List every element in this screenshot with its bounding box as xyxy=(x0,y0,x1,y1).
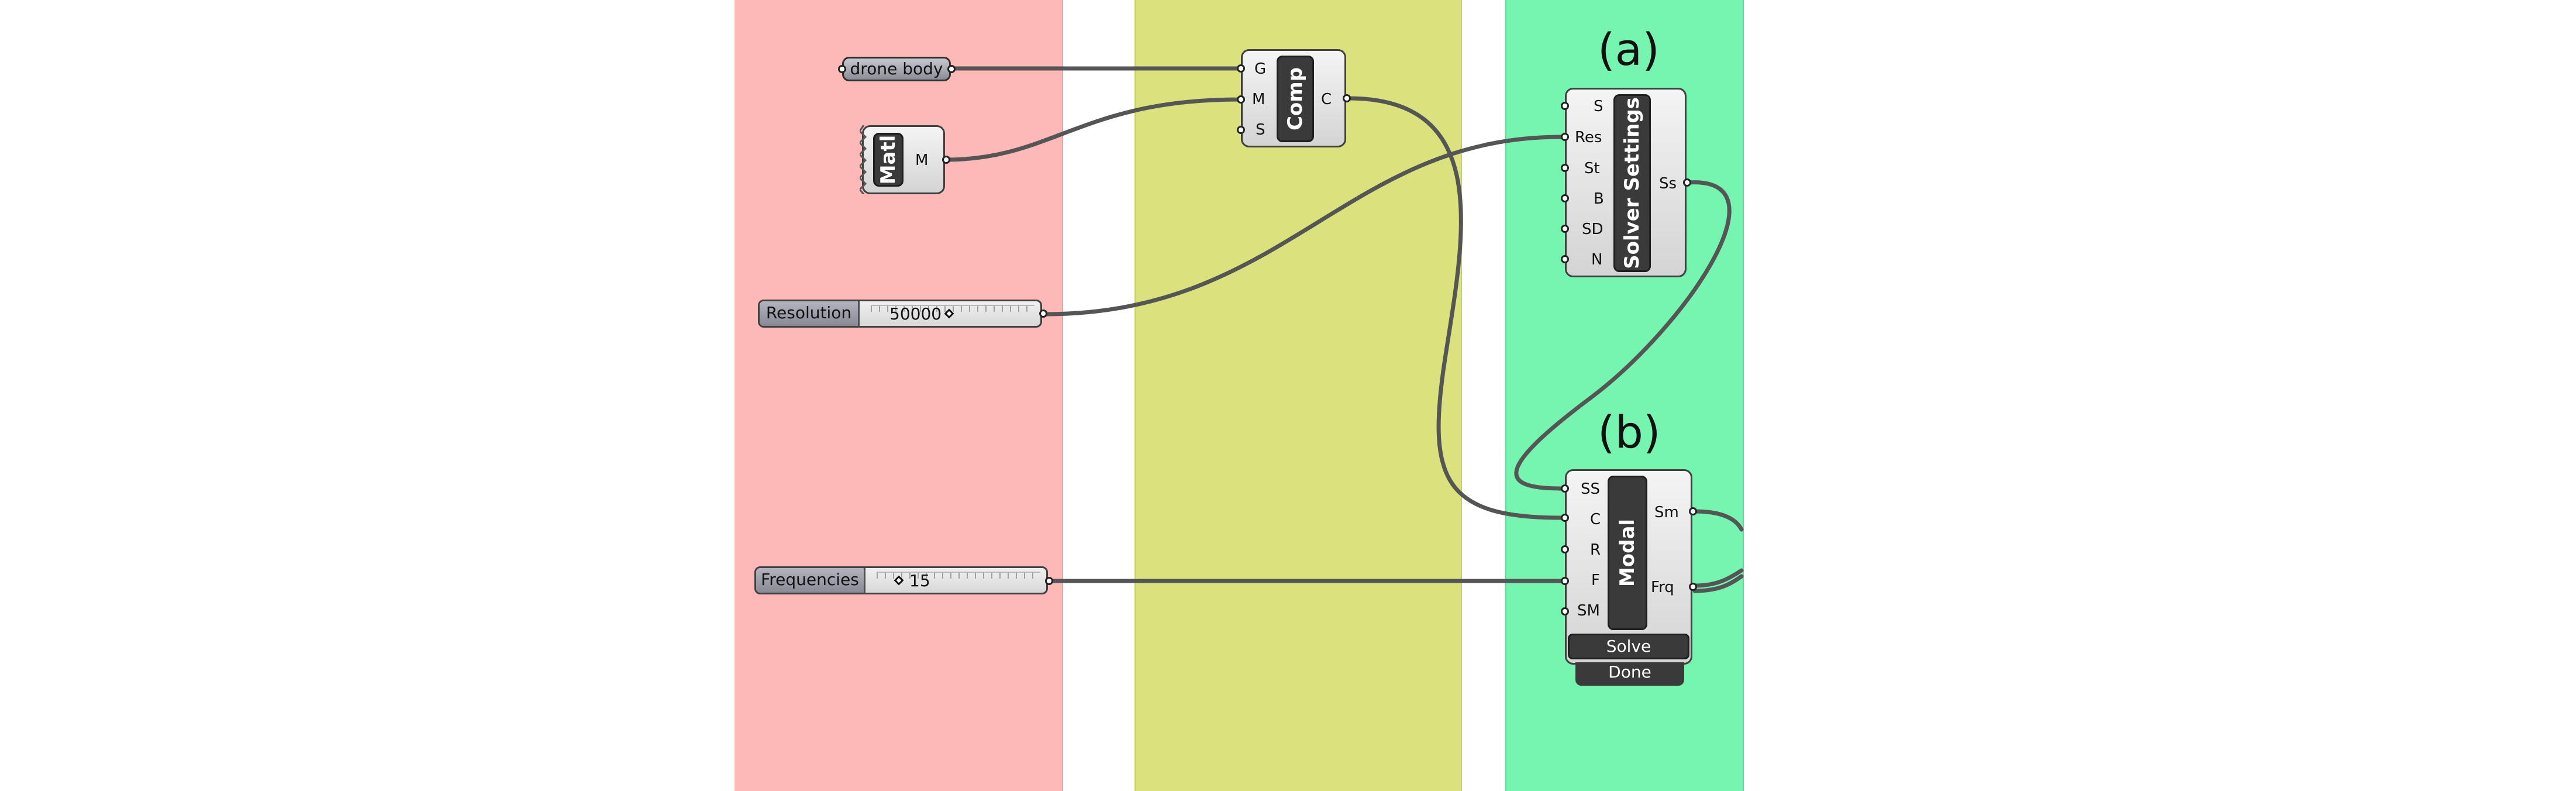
solver-input-sd: SD xyxy=(1582,221,1603,238)
modal-input-sm-grip[interactable] xyxy=(1561,607,1569,615)
modal-input-ss-grip[interactable] xyxy=(1561,484,1569,493)
drone-body-output-grip[interactable] xyxy=(947,65,956,73)
frequencies-slider-label: Frequencies xyxy=(756,568,865,593)
modal-output-frq: Frq xyxy=(1651,579,1674,596)
comp-input-g: G xyxy=(1254,60,1267,78)
comp-input-m: M xyxy=(1252,91,1265,108)
drone-body-input-grip[interactable] xyxy=(838,65,846,73)
modal-output-sm-grip[interactable] xyxy=(1689,507,1697,515)
solver-input-st-grip[interactable] xyxy=(1561,164,1569,172)
modal-component[interactable]: SS C R F SM Modal Sm Frq Solve xyxy=(1565,469,1692,665)
wire-resolution-to-solver-res xyxy=(1042,135,1564,317)
comp-component[interactable]: G M S Comp C xyxy=(1241,49,1346,147)
solver-output-ss-grip[interactable] xyxy=(1683,178,1691,187)
solver-input-st: St xyxy=(1584,160,1600,177)
matl-output-grip[interactable] xyxy=(942,156,950,164)
matl-output-m: M xyxy=(915,152,929,169)
comp-nickname: Comp xyxy=(1277,56,1314,142)
modal-input-f: F xyxy=(1591,572,1600,589)
modal-input-f-grip[interactable] xyxy=(1561,577,1569,585)
zone-label-a: (a) xyxy=(1598,23,1660,75)
wire-modal-frq-out-b xyxy=(1692,574,1744,593)
modal-status-label: Done xyxy=(1575,662,1684,686)
wire-modal-sm-out xyxy=(1692,509,1744,532)
matl-nickname: Matl xyxy=(873,133,904,187)
modal-nickname: Modal xyxy=(1608,476,1647,630)
wire-modal-frq-out-a xyxy=(1692,568,1744,588)
drone-body-param[interactable]: drone body xyxy=(842,57,951,81)
solver-settings-nickname: Solver Settings xyxy=(1613,94,1651,272)
solver-input-b-grip[interactable] xyxy=(1561,194,1569,202)
wire-solver-ss-to-modal-ss xyxy=(1514,180,1732,491)
modal-input-ss: SS xyxy=(1581,480,1601,498)
modal-solve-button[interactable]: Solve xyxy=(1568,634,1689,659)
solver-input-b: B xyxy=(1594,190,1604,208)
comp-input-g-grip[interactable] xyxy=(1237,64,1245,73)
comp-input-m-grip[interactable] xyxy=(1237,95,1245,104)
drone-body-label: drone body xyxy=(850,59,943,78)
comp-input-s-grip[interactable] xyxy=(1237,126,1245,134)
solver-input-res-grip[interactable] xyxy=(1561,133,1569,141)
solver-input-sd-grip[interactable] xyxy=(1561,225,1569,233)
comp-output-c-grip[interactable] xyxy=(1343,94,1351,102)
modal-output-sm: Sm xyxy=(1654,504,1679,521)
modal-output-frq-grip[interactable] xyxy=(1689,583,1697,591)
resolution-slider[interactable]: Resolution 50000 xyxy=(758,300,1042,328)
frequencies-slider-track xyxy=(877,572,1040,579)
solver-input-s-grip[interactable] xyxy=(1561,102,1569,110)
zone-label-b: (b) xyxy=(1598,406,1661,458)
modal-input-r-grip[interactable] xyxy=(1561,545,1569,553)
resolution-slider-value: 50000 xyxy=(889,304,942,324)
solver-input-n: N xyxy=(1591,251,1603,269)
frequencies-slider-value: 15 xyxy=(909,571,930,590)
solver-settings-component[interactable]: S Res St B SD N Solver Settings Ss xyxy=(1565,88,1687,277)
matl-zigzag-icon xyxy=(860,125,867,194)
modal-input-sm: SM xyxy=(1577,602,1600,620)
comp-output-c: C xyxy=(1321,91,1332,108)
resolution-slider-label: Resolution xyxy=(760,301,860,326)
frequencies-output-grip[interactable] xyxy=(1045,577,1053,585)
resolution-slider-track xyxy=(871,305,1034,312)
modal-input-c-grip[interactable] xyxy=(1561,514,1569,522)
modal-input-c: C xyxy=(1590,511,1601,528)
solver-input-n-grip[interactable] xyxy=(1561,255,1569,263)
resolution-output-grip[interactable] xyxy=(1039,309,1047,318)
solver-output-ss: Ss xyxy=(1659,175,1677,192)
matl-component[interactable]: Matl M xyxy=(862,125,945,194)
wire-comp-c-to-modal-c xyxy=(1346,96,1564,520)
wire-matl-to-comp-m xyxy=(944,97,1242,162)
modal-input-r: R xyxy=(1590,541,1601,559)
solver-input-s: S xyxy=(1594,98,1603,115)
solver-input-res: Res xyxy=(1575,129,1602,146)
frequencies-slider[interactable]: Frequencies 15 xyxy=(754,566,1048,594)
comp-input-s: S xyxy=(1256,121,1265,139)
